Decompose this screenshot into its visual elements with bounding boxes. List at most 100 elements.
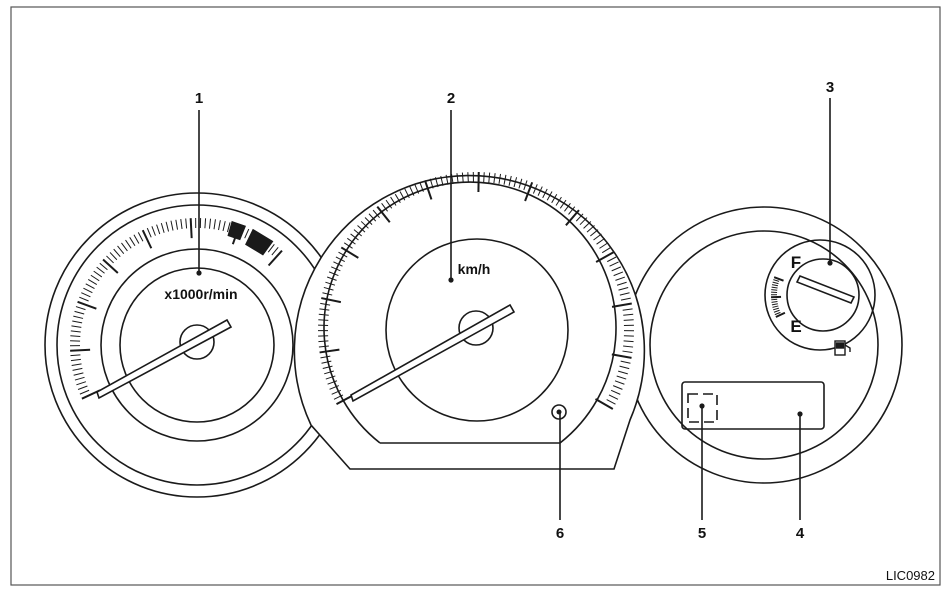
- scale-tick: [503, 174, 507, 185]
- scale-tick: [73, 372, 84, 376]
- scale-tick: [424, 180, 433, 200]
- scale-tick: [328, 271, 339, 277]
- scale-tick: [318, 340, 329, 343]
- scale-tick: [327, 380, 338, 385]
- callout-1: 1: [195, 90, 203, 107]
- scale-tick: [99, 262, 108, 271]
- scale-tick: [546, 191, 553, 201]
- scale-tick: [555, 196, 562, 206]
- fuel-full-label: F: [791, 253, 801, 272]
- red-zone-block: [227, 220, 247, 241]
- scale-tick: [445, 174, 449, 185]
- scale-tick: [404, 188, 410, 199]
- scale-tick: [622, 350, 633, 353]
- scale-tick: [146, 227, 152, 238]
- scale-tick: [343, 242, 353, 249]
- scale-tick: [320, 302, 331, 306]
- scale-tick: [606, 399, 616, 405]
- speedometer-pod: [293, 172, 646, 470]
- scale-tick: [121, 242, 128, 252]
- scale-tick: [607, 256, 617, 263]
- scale-tick: [323, 286, 334, 291]
- scale-tick: [613, 271, 624, 277]
- scale-tick: [518, 178, 523, 189]
- scale-tick: [611, 266, 622, 272]
- scale-tick: [129, 237, 136, 247]
- scale-tick: [440, 175, 444, 186]
- tachometer-needle: [96, 318, 233, 400]
- callout-leaders: [196, 98, 833, 520]
- scale-tick: [601, 247, 612, 254]
- scale-tick: [619, 292, 630, 296]
- scale-tick: [70, 335, 81, 338]
- scale-tick: [623, 340, 634, 343]
- scale-tick: [204, 218, 207, 229]
- scale-tick: [141, 229, 153, 249]
- scale-tick: [333, 394, 344, 400]
- scale-tick: [622, 308, 633, 311]
- scale-tick: [226, 222, 231, 233]
- scale-tick: [611, 353, 632, 359]
- scale-tick: [338, 251, 348, 258]
- figure-code: LIC0982: [886, 568, 935, 583]
- scale-tick: [77, 300, 97, 310]
- scale-tick: [618, 286, 629, 291]
- scale-tick: [133, 234, 140, 244]
- scale-tick: [113, 248, 121, 258]
- scale-tick: [623, 313, 634, 316]
- scale-tick: [775, 311, 786, 318]
- scale-tick: [611, 302, 632, 308]
- callout-6: 6: [556, 525, 564, 542]
- scale-tick: [175, 219, 179, 230]
- scale-tick: [456, 173, 459, 184]
- scale-tick: [79, 389, 90, 395]
- scale-tick: [575, 213, 584, 222]
- scale-tick: [368, 213, 377, 222]
- scale-tick: [87, 279, 98, 286]
- scale-tick: [75, 306, 86, 311]
- fuel-gauge-needle: [795, 274, 856, 305]
- scale-tick: [618, 370, 628, 375]
- scale-tick: [773, 309, 780, 313]
- scale-tick: [137, 232, 144, 242]
- scale-tick: [93, 270, 103, 278]
- scale-tick: [360, 221, 369, 229]
- scale-tick: [109, 252, 118, 261]
- scale-tick: [559, 199, 567, 209]
- scale-tick: [381, 202, 388, 212]
- scale-tick: [79, 296, 89, 302]
- scale-tick: [419, 182, 424, 192]
- scale-tick: [565, 209, 580, 226]
- scale-tick: [244, 228, 250, 239]
- scale-tick: [189, 218, 193, 239]
- fuel-pump-icon: [834, 340, 851, 356]
- scale-tick: [208, 218, 212, 229]
- scale-tick: [322, 365, 333, 370]
- scale-tick: [71, 325, 82, 328]
- scale-tick: [319, 308, 330, 311]
- scale-tick: [318, 319, 329, 321]
- scale-tick: [394, 193, 401, 204]
- scale-tick: [616, 375, 627, 380]
- scale-tick: [579, 217, 588, 226]
- scale-tick: [467, 172, 469, 183]
- scale-tick: [340, 246, 359, 259]
- scale-tick: [372, 209, 380, 219]
- scale-tick: [623, 345, 634, 348]
- scale-tick: [331, 389, 342, 395]
- scale-tick: [586, 225, 595, 233]
- scale-tick: [610, 389, 621, 395]
- fuel-gauge-scale: [770, 276, 786, 318]
- scale-tick: [568, 206, 576, 215]
- scale-tick: [390, 196, 397, 206]
- scale-tick: [325, 281, 336, 286]
- scale-tick: [493, 173, 496, 184]
- scale-tick: [774, 311, 781, 316]
- scale-tick: [623, 319, 634, 321]
- scale-tick: [81, 292, 91, 298]
- scale-tick: [364, 217, 373, 226]
- scale-tick: [76, 381, 87, 386]
- scale-tick: [165, 221, 170, 232]
- scale-tick: [564, 203, 571, 212]
